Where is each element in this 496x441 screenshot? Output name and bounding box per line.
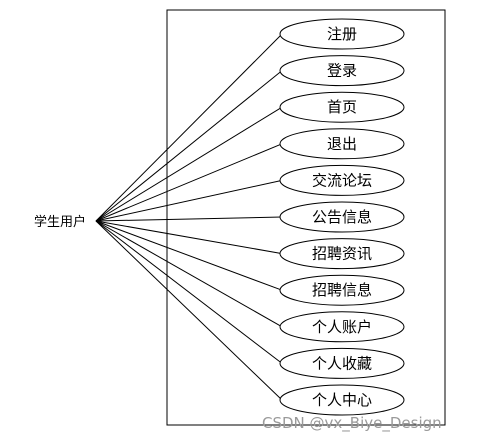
- use-case-ellipse: [279, 91, 405, 123]
- use-case-label: 招聘信息: [312, 281, 372, 299]
- use-case-ellipse: [279, 128, 405, 160]
- association-line: [95, 33, 283, 222]
- use-case: 首页: [279, 91, 405, 123]
- use-case-label: 公告信息: [312, 208, 372, 226]
- use-case-label: 登录: [327, 62, 357, 80]
- use-case: 交流论坛: [279, 164, 405, 196]
- watermark: CSDN @vx_Biye_Design: [262, 414, 442, 433]
- association-line: [95, 179, 283, 222]
- use-case: 个人收藏: [279, 347, 405, 379]
- use-case: 个人账户: [279, 311, 405, 343]
- association-line: [95, 220, 283, 401]
- use-case: 招聘信息: [279, 274, 405, 306]
- association-lines: [95, 33, 283, 401]
- use-case-label: 退出: [327, 135, 357, 153]
- association-line: [95, 220, 283, 291]
- association-line: [95, 220, 283, 328]
- actor-label: 学生用户: [34, 214, 86, 230]
- use-case-label: 个人中心: [312, 391, 372, 409]
- use-case: 招聘资讯: [279, 238, 405, 270]
- use-case-ellipse: [279, 274, 405, 306]
- use-case-label: 交流论坛: [312, 171, 372, 189]
- use-case-ellipse: [279, 347, 405, 379]
- association-line: [95, 216, 283, 222]
- use-case-label: 个人账户: [312, 318, 372, 336]
- use-case-ellipse: [279, 18, 405, 50]
- use-case: 退出: [279, 128, 405, 160]
- use-case-ellipse: [279, 201, 405, 233]
- use-case-ellipse: [279, 164, 405, 196]
- use-case-label: 首页: [327, 98, 357, 116]
- use-case-ellipse: [279, 311, 405, 343]
- use-case: 注册: [279, 18, 405, 50]
- use-case: 个人中心: [279, 384, 405, 416]
- use-case-label: 个人收藏: [312, 354, 372, 372]
- use-case-ellipse: [279, 55, 405, 87]
- association-line: [95, 70, 283, 222]
- use-case-label: 招聘资讯: [312, 245, 372, 263]
- association-line: [95, 220, 283, 255]
- association-line: [95, 220, 283, 364]
- use-case-label: 注册: [327, 25, 357, 43]
- association-line: [95, 106, 283, 222]
- use-case-ellipse: [279, 238, 405, 270]
- use-case: 登录: [279, 55, 405, 87]
- use-case: 公告信息: [279, 201, 405, 233]
- association-line: [95, 143, 283, 222]
- use-case-ellipse: [279, 384, 405, 416]
- system-boundary: [166, 9, 446, 426]
